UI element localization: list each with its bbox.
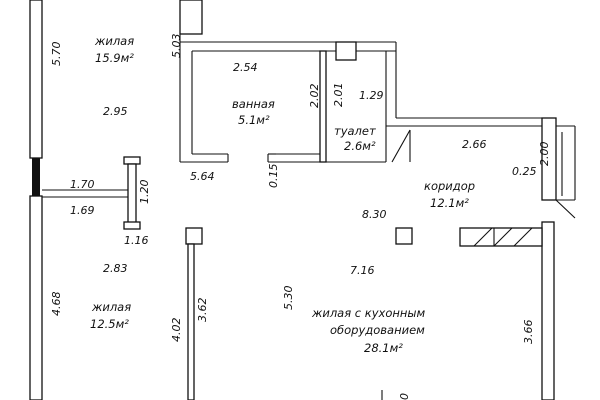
room-labels: жилая 15.9м² ванная 5.1м² туалет 2.6м² к… bbox=[90, 34, 475, 355]
room-living-1-area: 15.9м² bbox=[95, 51, 134, 65]
room-bathroom-name: ванная bbox=[232, 97, 275, 111]
dim-570: 5.70 bbox=[50, 42, 63, 67]
dim-503: 5.03 bbox=[170, 34, 183, 59]
dim-202: 2.02 bbox=[308, 84, 321, 109]
room-living-2-area: 12.5м² bbox=[90, 317, 129, 331]
column-center bbox=[395, 227, 413, 245]
dim-830: 8.30 bbox=[362, 208, 387, 221]
t-pier-stem bbox=[127, 163, 137, 225]
dim-716: 7.16 bbox=[350, 264, 375, 277]
toilet-door-leaf bbox=[391, 129, 411, 163]
wardrobe-hatch-1 bbox=[473, 227, 493, 247]
top-wall-stub bbox=[179, 0, 203, 35]
dim-366: 3.66 bbox=[522, 320, 535, 345]
dim-120: 1.20 bbox=[138, 180, 151, 205]
entrance-swing bbox=[555, 199, 576, 219]
left-outer-wall-upper bbox=[29, 0, 43, 159]
dimension-labels: 5.70 5.03 2.54 2.95 2.02 2.01 1.29 2.66 … bbox=[50, 34, 551, 400]
vent-shaft bbox=[335, 41, 357, 61]
right-wall-lower bbox=[541, 221, 555, 400]
dim-025: 0.25 bbox=[512, 165, 537, 178]
room-corridor-area: 12.1м² bbox=[430, 196, 469, 210]
dim-530: 5.30 bbox=[282, 286, 295, 311]
left-window-block bbox=[32, 158, 40, 196]
dim-201: 2.01 bbox=[332, 83, 345, 108]
room-living-1-name: жилая bbox=[94, 34, 134, 48]
wardrobe-hatch-2 bbox=[493, 227, 513, 247]
t-pier-cap bbox=[123, 156, 141, 165]
room-living-kitchen-name-1: жилая с кухонным bbox=[311, 306, 425, 320]
room-living-kitchen-area: 28.1м² bbox=[364, 341, 403, 355]
wardrobe-block bbox=[459, 227, 543, 247]
dim-170: 1.70 bbox=[70, 178, 95, 191]
room-corridor-name: коридор bbox=[424, 179, 475, 193]
left-outer-wall-lower bbox=[29, 195, 43, 400]
dim-015: 0.15 bbox=[267, 164, 280, 189]
room-toilet-area: 2.6м² bbox=[344, 139, 376, 153]
dim-bottom: 0 bbox=[398, 393, 411, 400]
column-left bbox=[185, 227, 203, 245]
dim-295: 2.95 bbox=[103, 105, 128, 118]
wardrobe-hatch-3 bbox=[513, 227, 533, 247]
dim-468: 4.68 bbox=[50, 292, 63, 317]
dim-129: 1.29 bbox=[359, 89, 384, 102]
dim-402: 4.02 bbox=[170, 318, 183, 343]
room-bathroom-area: 5.1м² bbox=[238, 113, 270, 127]
partition-living-kitchen bbox=[187, 243, 195, 400]
dim-362: 3.62 bbox=[196, 298, 209, 323]
dim-169: 1.69 bbox=[70, 204, 95, 217]
dim-564: 5.64 bbox=[190, 170, 215, 183]
dim-200: 2.00 bbox=[538, 142, 551, 167]
room-living-2-name: жилая bbox=[91, 300, 131, 314]
walls bbox=[29, 0, 576, 400]
t-pier-foot bbox=[123, 221, 141, 230]
dim-254: 2.54 bbox=[233, 61, 258, 74]
dim-116: 1.16 bbox=[124, 234, 149, 247]
bath-toilet-partition bbox=[319, 50, 327, 163]
dim-283: 2.83 bbox=[103, 262, 128, 275]
room-living-kitchen-name-2: оборудованием bbox=[330, 323, 425, 337]
right-wall-top bbox=[541, 117, 557, 201]
dim-266: 2.66 bbox=[462, 138, 487, 151]
room-toilet-name: туалет bbox=[334, 124, 376, 138]
